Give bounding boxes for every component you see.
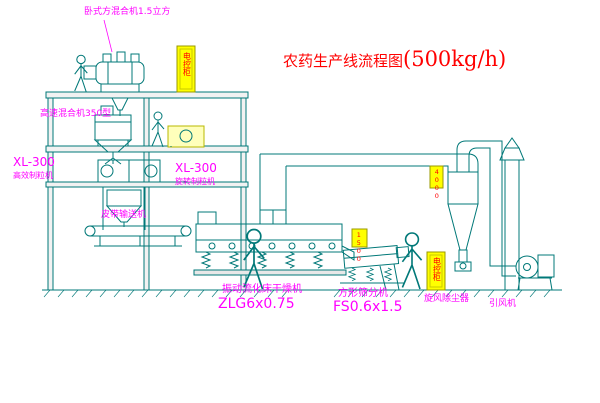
sieve-base-shape xyxy=(340,263,404,291)
sieve-model-label: FS0.6x1.5 xyxy=(333,299,403,315)
exhaust-duct-shape xyxy=(259,153,479,224)
title-text: 农药生产线流程图 xyxy=(283,52,404,70)
ground-cabinet-text: 电控柜 xyxy=(432,257,442,281)
dryer-name-label: 振动流化床干燥机 xyxy=(222,284,302,295)
sieve-shape xyxy=(342,245,410,269)
sieve-feeder-text: 1500 xyxy=(354,231,363,263)
sieve-feeder-box xyxy=(351,228,368,248)
belt-conveyor-shape xyxy=(84,225,192,247)
control-cabinet-ground xyxy=(426,251,446,291)
high-speed-mixer-shape xyxy=(93,105,133,165)
cyclone-outlet-duct-shape xyxy=(456,140,516,277)
sieve-name-label: 方形筛分机 xyxy=(338,288,388,299)
cyclone-shape xyxy=(447,171,479,272)
belt-conveyor-label: 皮带输送机 xyxy=(101,210,147,220)
fan-label: 引风机 xyxy=(489,299,517,309)
rotary-granulator-name-label: 旋转制粒机 xyxy=(175,177,215,186)
stack-shape xyxy=(499,137,525,291)
floor2-machine-shape xyxy=(167,125,205,148)
building-structure xyxy=(45,91,249,291)
title-capacity: (500kg/h) xyxy=(403,47,507,71)
horizontal-mixer-shape xyxy=(83,51,145,116)
horizontal-mixer-label: 卧式方混合机1.5立方 xyxy=(84,7,171,17)
cyclone-side-box xyxy=(429,165,444,189)
high-speed-mixer-label: 高速混合机350型 xyxy=(40,109,112,119)
ground-line xyxy=(42,289,562,298)
cyclone-label: 旋风除尘器 xyxy=(424,294,470,304)
leader-line-top-mixer xyxy=(103,19,113,53)
person-figure-ground-right xyxy=(401,232,423,290)
control-cabinet-top xyxy=(176,45,196,93)
fan-shape xyxy=(515,254,556,291)
rotary-granulator-model-label: XL-300 xyxy=(175,161,217,175)
person-figure-roof xyxy=(74,54,88,93)
granulator-shape xyxy=(97,159,161,183)
diagram-title: 农药生产线流程图(500kg/h) xyxy=(283,48,506,70)
top-cabinet-text: 电控柜 xyxy=(182,52,192,76)
granulator-model-label: XL-300 xyxy=(13,155,55,169)
granulator-name-label: 高效制粒机 xyxy=(13,171,53,180)
person-figure-ground-left xyxy=(242,228,266,290)
hopper-shape xyxy=(102,187,146,230)
dryer-model-label: ZLG6x0.75 xyxy=(218,296,295,312)
cyclone-box-text: 4000 xyxy=(432,168,441,200)
person-figure-floor2 xyxy=(151,111,165,148)
fluid-bed-dryer-shape xyxy=(193,211,355,276)
